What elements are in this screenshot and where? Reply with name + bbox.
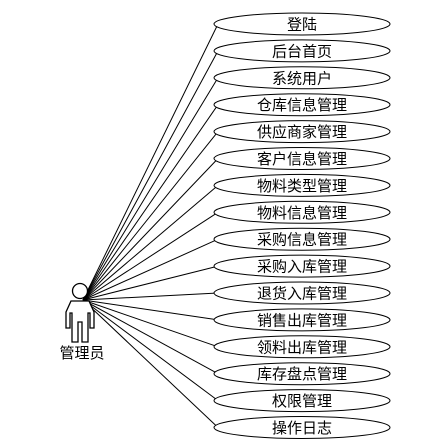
use-case-ellipse: [213, 335, 391, 359]
use-case: 客户信息管理: [213, 147, 391, 170]
use-case-ellipse: [213, 200, 391, 224]
use-case-ellipse: [213, 281, 391, 305]
use-case-label: 系统用户: [272, 69, 332, 87]
use-case-label: 操作日志: [272, 419, 332, 437]
association-line: [82, 299, 219, 321]
use-case-ellipse: [213, 254, 391, 278]
association-line: [82, 104, 219, 301]
association-line: [82, 299, 219, 428]
use-case: 仓库信息管理: [213, 93, 391, 117]
association-line: [82, 23, 219, 301]
actor-label: 管理员: [59, 344, 104, 362]
association-line: [82, 292, 219, 301]
use-case: 后台首页: [213, 39, 391, 63]
use-case: 登陆: [213, 12, 391, 36]
use-case-label: 采购入库管理: [257, 258, 347, 276]
association-line: [82, 299, 219, 375]
use-case: 采购入库管理: [213, 254, 391, 278]
use-case-list: 登陆后台首页系统用户仓库信息管理供应商家管理客户信息管理物料类型管理物料信息管理…: [213, 12, 391, 439]
association-line: [82, 185, 219, 301]
use-case-label: 退货入库管理: [257, 285, 347, 303]
association-line: [82, 299, 219, 348]
use-case-label: 供应商家管理: [257, 123, 347, 141]
use-case: 领料出库管理: [213, 335, 391, 359]
use-case-label: 后台首页: [272, 42, 332, 60]
use-case-ellipse: [213, 12, 391, 36]
use-case-ellipse: [213, 147, 391, 170]
use-case: 操作日志: [213, 416, 391, 439]
association-line: [82, 238, 219, 301]
use-case: 物料类型管理: [213, 173, 391, 197]
use-case-label: 客户信息管理: [257, 150, 347, 168]
use-case-ellipse: [213, 389, 391, 413]
use-case-label: 物料类型管理: [257, 177, 347, 195]
use-case: 系统用户: [213, 66, 391, 90]
use-case: 退货入库管理: [213, 281, 391, 305]
association-line: [82, 158, 219, 301]
association-line: [82, 299, 219, 402]
use-case-label: 采购信息管理: [257, 231, 347, 249]
use-case-label: 领料出库管理: [257, 338, 347, 356]
use-case-ellipse: [213, 308, 391, 332]
use-case-label: 权限管理: [272, 392, 332, 410]
use-case-ellipse: [213, 120, 391, 144]
association-lines: [82, 23, 219, 428]
association-line: [82, 50, 219, 301]
use-case-label: 登陆: [287, 16, 317, 34]
use-case-ellipse: [213, 416, 391, 439]
use-case-ellipse: [213, 173, 391, 197]
use-case-ellipse: [213, 227, 391, 251]
actor-figure-icon: [65, 282, 95, 343]
use-case-label: 仓库信息管理: [257, 96, 347, 114]
use-case-ellipse: [213, 39, 391, 63]
use-case: 物料信息管理: [213, 200, 391, 224]
use-case-ellipse: [213, 362, 391, 386]
use-case-label: 库存盘点管理: [257, 365, 347, 383]
association-line: [82, 77, 219, 301]
use-case-label: 物料信息管理: [257, 204, 347, 222]
association-line: [82, 265, 219, 301]
use-case-ellipse: [213, 66, 391, 90]
use-case: 销售出库管理: [213, 308, 391, 332]
use-case: 供应商家管理: [213, 120, 391, 144]
association-line: [82, 211, 219, 301]
use-case: 库存盘点管理: [213, 362, 391, 386]
use-case: 采购信息管理: [213, 227, 391, 251]
use-case-label: 销售出库管理: [257, 311, 347, 329]
use-case-ellipse: [213, 93, 391, 117]
use-case: 权限管理: [213, 389, 391, 413]
association-line: [82, 131, 219, 301]
